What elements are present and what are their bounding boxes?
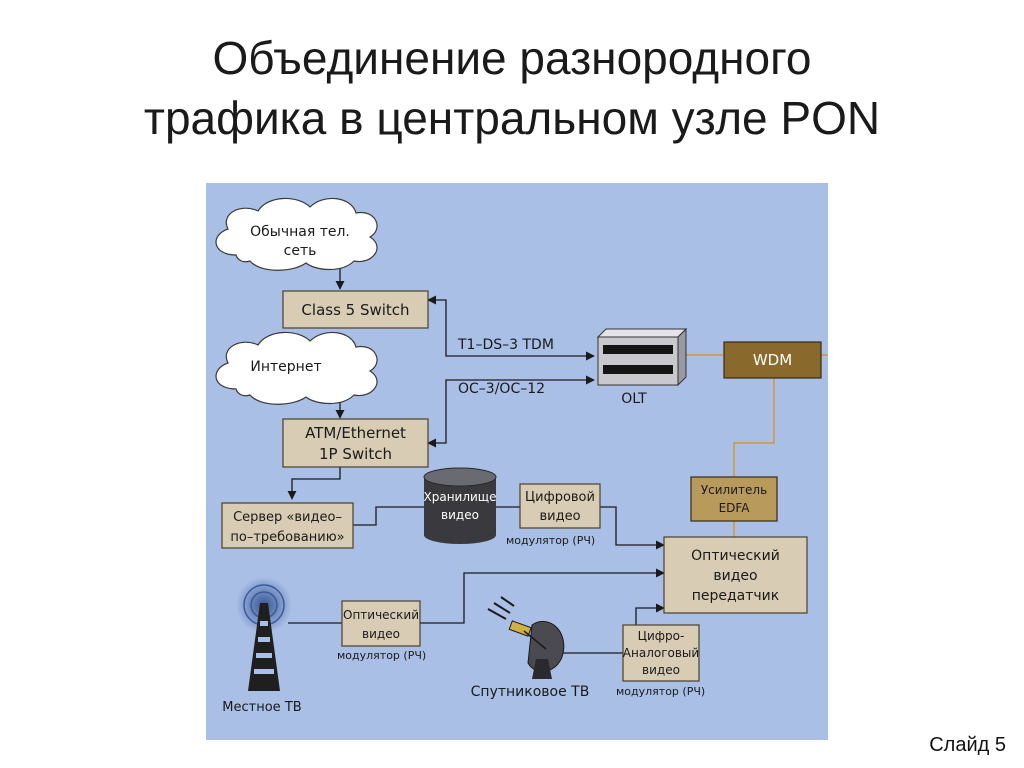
svg-text:Обычная тел.сеть: Обычная тел. сеть xyxy=(250,224,350,259)
optical-modulator-box: Оптический видео xyxy=(341,600,421,647)
svg-text:Сервер «видео–по–требованию»: Сервер «видео– по–требованию» xyxy=(230,510,344,545)
link-digital-mod-transmitter xyxy=(600,506,665,550)
cloud-phone-network: Обычная тел. сеть xyxy=(215,197,378,271)
link-atm-to-vod xyxy=(287,463,341,500)
digital-analog-line-2: Аналоговый xyxy=(623,646,699,660)
vod-server-box: Сервер «видео– по–требованию» xyxy=(221,502,354,549)
oc-label: OC–3/OC–12 xyxy=(458,381,545,397)
class5-switch-box: Class 5 Switch xyxy=(282,290,429,329)
optical-mod-line-1: Оптический xyxy=(343,608,419,622)
satellite-dish-icon: Спутниковое ТВ xyxy=(471,596,590,700)
transmitter-line-2: видео xyxy=(713,568,757,584)
title-line-2: трафика в центральном узле PON xyxy=(143,92,881,144)
digital-mod-line-1: Цифровой xyxy=(525,490,595,505)
vod-server-line-2: по–требованию» xyxy=(230,530,344,545)
title-line-1: Объединение разнородного xyxy=(212,32,812,84)
tdm-label: T1–DS–3 TDM xyxy=(457,337,554,353)
cloud-internet-label: Интернет xyxy=(250,359,321,375)
storage-line-1: Хранилище xyxy=(424,490,497,504)
digital-analog-line-3: видео xyxy=(642,663,680,677)
digital-analog-box: Цифро- Аналоговый видео xyxy=(622,624,700,682)
optical-transmitter-box: Оптический видео передатчик xyxy=(663,536,808,614)
atm-switch-line-2: 1P Switch xyxy=(319,445,392,463)
link-digital-analog-transmitter xyxy=(635,603,665,625)
link-class5-olt xyxy=(427,295,595,361)
storage-line-2: видео xyxy=(441,508,479,522)
slide-title: Объединение разнородного трафика в центр… xyxy=(0,28,1024,148)
edfa-line-1: Усилитель xyxy=(701,483,767,497)
cloud-phone-line-2: сеть xyxy=(284,243,317,259)
link-vod-storage xyxy=(353,506,424,526)
wdm-box: WDM xyxy=(723,341,822,379)
local-tv-label: Местное ТВ xyxy=(222,700,301,715)
pon-diagram: Обычная тел. сеть Интернет Class 5 Switch… xyxy=(206,183,828,740)
link-optical-mod-transmitter xyxy=(420,568,665,624)
transmitter-line-3: передатчик xyxy=(692,588,780,604)
optical-mod-line-2: видео xyxy=(362,627,400,641)
class5-switch-label: Class 5 Switch xyxy=(301,301,409,319)
digital-modulator-box: Цифровой видео xyxy=(519,483,601,529)
atm-switch-box: ATM/Ethernet 1P Switch xyxy=(282,418,429,468)
vod-server-line-1: Сервер «видео– xyxy=(233,510,342,525)
digital-mod-line-2: видео xyxy=(539,509,580,524)
transmitter-line-1: Оптический xyxy=(691,548,780,564)
modulator-rf-label-3: модулятор (РЧ) xyxy=(616,685,705,698)
atm-switch-line-1: ATM/Ethernet xyxy=(305,424,406,442)
satellite-tv-label: Спутниковое ТВ xyxy=(471,684,590,700)
cloud-internet: Интернет xyxy=(215,331,378,405)
fiber-links xyxy=(686,354,828,537)
tv-tower-icon: Местное ТВ xyxy=(222,577,302,715)
edfa-line-2: EDFA xyxy=(719,501,751,515)
connectors xyxy=(287,265,665,654)
olt-label: OLT xyxy=(621,391,647,407)
modulator-rf-label-1: модулятор (РЧ) xyxy=(506,534,595,547)
olt-device: OLT xyxy=(596,327,688,407)
cloud-phone-line-1: Обычная тел. xyxy=(250,224,350,240)
digital-analog-line-1: Цифро- xyxy=(638,629,685,643)
modulator-rf-label-2: модулятор (РЧ) xyxy=(337,649,426,662)
wdm-label: WDM xyxy=(753,351,792,369)
slide-number: Слайд 5 xyxy=(929,734,1006,756)
video-storage: Хранилище видео xyxy=(423,467,497,544)
link-atm-olt xyxy=(427,375,595,448)
fiber-wdm-edfa xyxy=(733,373,775,477)
